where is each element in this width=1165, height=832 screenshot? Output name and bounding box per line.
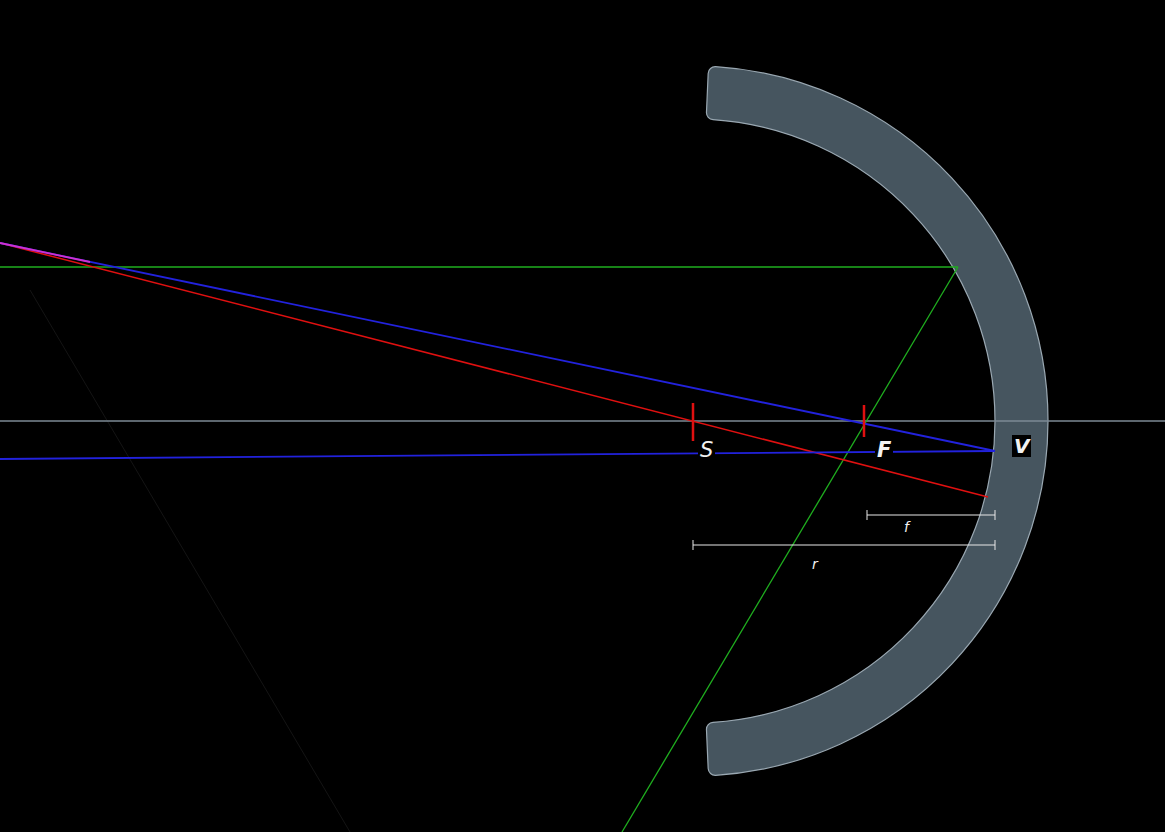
incident-ray	[0, 243, 988, 497]
faint-line	[30, 290, 350, 832]
incident-ray	[0, 243, 995, 451]
radius-label: r	[810, 557, 820, 572]
radius-dimension	[693, 540, 995, 550]
center-label: S	[698, 439, 715, 462]
focal-length-label: f	[902, 520, 911, 535]
focal-dimension	[867, 510, 995, 520]
reflected-ray	[622, 267, 958, 832]
reflected-ray	[0, 451, 995, 459]
center-tick	[692, 403, 695, 441]
focus-tick	[863, 405, 866, 437]
overlap-ray	[0, 243, 90, 262]
optical-axis	[0, 420, 1165, 422]
focus-label: F	[875, 439, 893, 462]
incident-ray	[0, 266, 958, 267]
vertex-label: V	[1012, 435, 1031, 457]
